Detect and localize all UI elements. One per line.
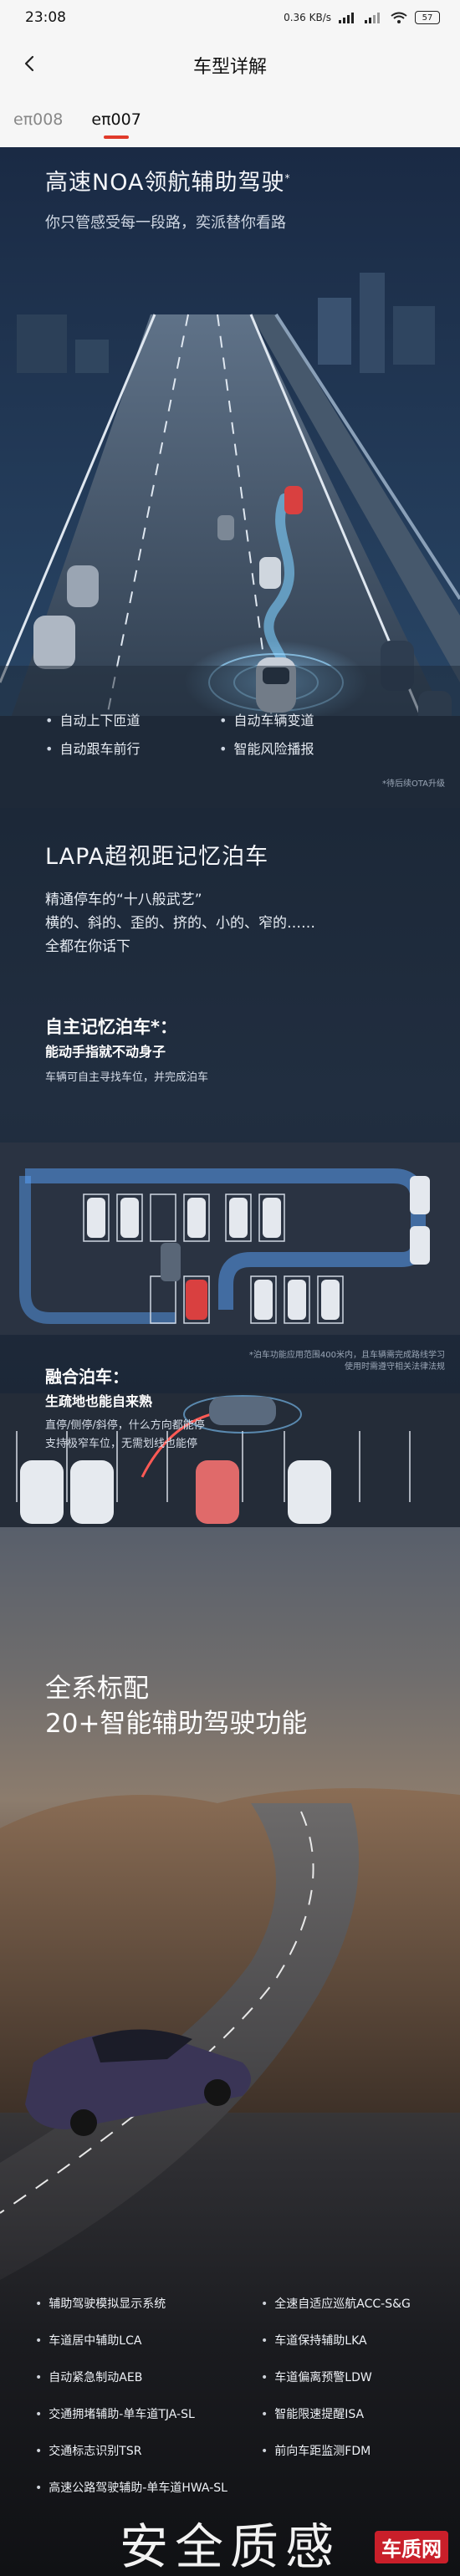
adas-feature: 交通拥堵辅助-单车道TJA-SL: [35, 2405, 195, 2422]
fusion-parking-desc: 直停/侧停/斜停，什么方向都能停 支持极窄车位，无需划线也能停: [45, 1417, 205, 1454]
status-icons: 0.36 KB/s 57: [284, 11, 440, 24]
parking-illustration: [0, 1142, 460, 1527]
fusion-parking-title: 融合泊车：: [45, 1367, 129, 1387]
lapa-intro: 精通停车的“十八般武艺” 横的、斜的、歪的、挤的、小的、窄的…… 全都在你话下: [45, 888, 315, 958]
mountain-road-illustration: [0, 1788, 460, 2280]
battery-icon: 57: [415, 11, 440, 24]
wifi-icon: [391, 12, 407, 23]
model-tabs: eπ008 eπ007: [0, 92, 460, 147]
noa-feature: 自动上下匝道: [45, 709, 140, 729]
noa-feature: 自动车辆变道: [219, 709, 314, 729]
noa-title-mark: *: [284, 172, 291, 184]
memory-parking-note-line: *泊车功能应用范围400米内，且车辆需完成路线学习: [248, 1351, 445, 1360]
lapa-section: LAPA超视距记忆泊车 精通停车的“十八般武艺” 横的、斜的、歪的、挤的、小的、…: [0, 808, 460, 1527]
signal-icon: [339, 13, 354, 23]
lapa-intro-line: 横的、斜的、歪的、挤的、小的、窄的……: [45, 915, 315, 932]
noa-feature: 智能风险播报: [219, 738, 314, 758]
adas-feature: 前向车距监测FDM: [261, 2442, 371, 2459]
signal-icon-secondary: [365, 13, 380, 23]
noa-footnote: *待后续OTA升级: [381, 779, 445, 789]
fusion-parking-subtitle: 生疏地也能自来熟: [45, 1393, 153, 1409]
highway-illustration: [0, 147, 460, 808]
adas-feature: 高速公路驾驶辅助-单车道HWA-SL: [35, 2479, 227, 2496]
status-time: 23:08: [25, 9, 66, 26]
fusion-parking-desc-line: 支持极窄车位，无需划线也能停: [45, 1438, 198, 1450]
adas-title-line: 20+智能辅助驾驶功能: [45, 1709, 308, 1739]
net-speed: 0.36 KB/s: [284, 12, 331, 23]
battery-level: 57: [422, 13, 433, 23]
adas-title: 全系标配 20+智能辅助驾驶功能: [45, 1671, 307, 1741]
content-area: 高速NOA领航辅助驾驶* 你只管感受每一段路，奕派替你看路 自动上下匝道 自动车…: [0, 147, 460, 2576]
adas-feature: 自动紧急制动AEB: [35, 2369, 142, 2385]
adas-feature: 车道居中辅助LCA: [35, 2332, 141, 2349]
adas-feature: 车道保持辅助LKA: [261, 2332, 366, 2349]
tab-ept007[interactable]: eπ007: [91, 110, 141, 129]
memory-parking-title: 自主记忆泊车*：: [45, 1017, 177, 1037]
adas-section: 全系标配 20+智能辅助驾驶功能 辅助驾驶模拟显示系统 车道居中辅助LCA 自动…: [0, 1527, 460, 2576]
adas-feature: 智能限速提醒ISA: [261, 2405, 364, 2422]
lapa-intro-line: 精通停车的“十八般武艺”: [45, 892, 202, 908]
adas-feature: 全速自适应巡航ACC-S&G: [261, 2295, 411, 2312]
memory-parking-note-line: 使用时需遵守相关法律法规: [345, 1362, 445, 1372]
site-watermark: 车质网: [375, 2531, 448, 2563]
noa-section: 高速NOA领航辅助驾驶* 你只管感受每一段路，奕派替你看路 自动上下匝道 自动车…: [0, 147, 460, 808]
memory-parking-note: *泊车功能应用范围400米内，且车辆需完成路线学习 使用时需遵守相关法律法规: [249, 1350, 445, 1373]
tab-ept008[interactable]: eπ008: [13, 110, 64, 129]
chevron-left-icon: [24, 55, 34, 72]
back-button[interactable]: [15, 49, 45, 79]
noa-feature: 自动跟车前行: [45, 738, 140, 758]
adas-title-line: 全系标配: [45, 1674, 149, 1704]
fusion-parking-desc-line: 直停/侧停/斜停，什么方向都能停: [45, 1419, 205, 1432]
lapa-title: LAPA超视距记忆泊车: [45, 844, 269, 870]
memory-parking-subtitle: 能动手指就不动身子: [45, 1044, 166, 1060]
adas-feature: 车道偏离预警LDW: [261, 2369, 371, 2385]
status-bar: 23:08 0.36 KB/s 57: [0, 0, 460, 35]
noa-subtitle: 你只管感受每一段路，奕派替你看路: [45, 214, 286, 232]
lapa-intro-line: 全都在你话下: [45, 938, 130, 955]
noa-title: 高速NOA领航辅助驾驶*: [45, 170, 291, 196]
adas-feature: 辅助驾驶模拟显示系统: [35, 2295, 166, 2312]
memory-parking-desc: 车辆可自主寻找车位，并完成泊车: [45, 1071, 209, 1084]
safety-title: 安全质感: [119, 2518, 340, 2575]
page-title: 车型详解: [192, 57, 267, 78]
adas-feature: 交通标志识别TSR: [35, 2442, 141, 2459]
nav-bar: 车型详解: [0, 35, 460, 92]
